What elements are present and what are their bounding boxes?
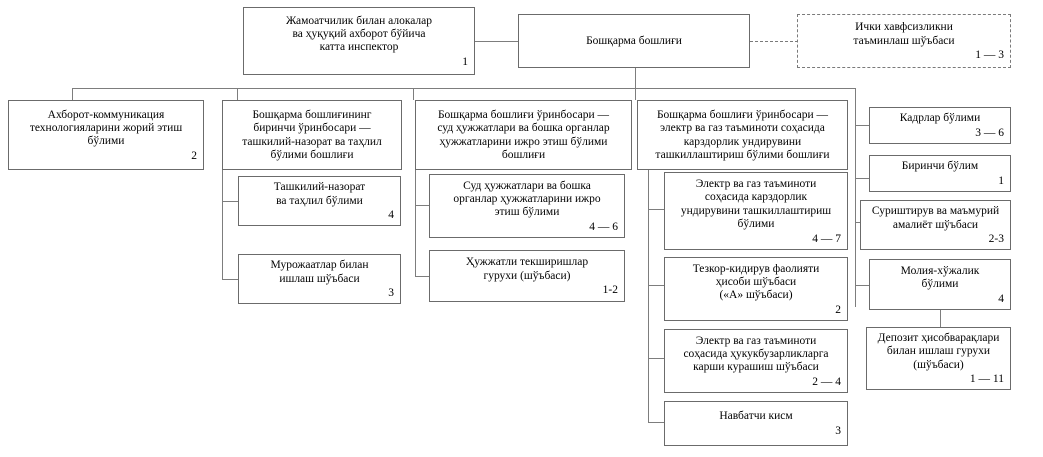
edge-main-bus xyxy=(72,88,856,89)
edge-bus-drop-ict xyxy=(72,88,73,100)
node-energy-debt-division-code: 4 — 7 xyxy=(812,232,841,245)
node-first-division-code: 1 xyxy=(998,174,1004,187)
node-duty-unit-code: 3 xyxy=(835,424,841,437)
node-first-deputy-label: Бошқарма бошлиғининг биринчи ўринбосари … xyxy=(242,108,382,161)
node-senior-inspector-code: 1 xyxy=(462,55,468,68)
node-courtdocs-division-label: Суд ҳужжатлари ва бошка органлар ҳужжатл… xyxy=(453,179,601,219)
node-operative-search-section-code: 2 xyxy=(835,303,841,316)
edge-col2-branch-appeals xyxy=(222,279,238,280)
node-org-control-division[interactable]: Ташкилий-назорат ва таҳлил бўлими 4 xyxy=(238,176,401,226)
node-energy-violations-section-label: Электр ва газ таъминоти соҳасида ҳукукбу… xyxy=(683,334,829,374)
node-senior-inspector[interactable]: Жамоатчилик билан алокалар ва ҳуқуқий ах… xyxy=(243,7,475,75)
edge-col3-branch-courtdocs xyxy=(415,205,429,206)
node-docs-inspection-group-code: 1-2 xyxy=(602,284,618,297)
node-senior-inspector-label: Жамоатчилик билан алокалар ва ҳуқуқий ах… xyxy=(285,14,433,54)
node-duty-unit[interactable]: Навбатчи кисм 3 xyxy=(664,401,848,446)
node-org-control-division-code: 4 xyxy=(388,209,394,222)
node-personnel-division-code: 3 — 6 xyxy=(975,126,1004,139)
node-inquiry-section[interactable]: Суриштирув ва маъмурий амалиёт шўъбаси 2… xyxy=(860,200,1011,250)
node-deputy-energy-label: Бошқарма бошлиғи ўринбосари — электр ва … xyxy=(655,108,830,161)
edge-right-branch-personnel xyxy=(855,125,869,126)
edge-col3-spine xyxy=(415,166,416,276)
node-first-division[interactable]: Биринчи бўлим 1 xyxy=(869,155,1011,192)
node-appeals-section[interactable]: Мурожаатлар билан ишлаш шўъбаси 3 xyxy=(238,254,401,304)
node-inquiry-section-code: 2-3 xyxy=(988,233,1004,246)
node-deposit-group-code: 1 — 11 xyxy=(969,373,1004,386)
node-inquiry-section-label: Суриштирув ва маъмурий амалиёт шўъбаси xyxy=(871,205,1000,231)
node-energy-debt-division[interactable]: Электр ва газ таъминоти соҳасида карздор… xyxy=(664,172,848,250)
node-head[interactable]: Бошқарма бошлиғи xyxy=(518,14,750,68)
edge-col4-branch-energy-debt xyxy=(648,209,664,210)
node-energy-violations-section-code: 2 — 4 xyxy=(812,375,841,388)
node-docs-inspection-group[interactable]: Ҳужжатли текширишлар гурухи (шўъбаси) 1-… xyxy=(429,250,625,302)
node-deputy-courtdocs-label: Бошқарма бошлиғи ўринбосари — суд ҳужжат… xyxy=(437,108,610,161)
node-internal-security-label: Ички хавфсизликни таъминлаш шўъбаси xyxy=(853,21,955,47)
node-courtdocs-division-code: 4 — 6 xyxy=(589,220,618,233)
edge-head-to-senior-inspector xyxy=(474,41,519,42)
node-energy-violations-section[interactable]: Электр ва газ таъминоти соҳасида ҳукукбу… xyxy=(664,329,848,393)
node-docs-inspection-group-label: Ҳужжатли текширишлар гурухи (шўъбаси) xyxy=(465,256,589,282)
node-courtdocs-division[interactable]: Суд ҳужжатлари ва бошка органлар ҳужжатл… xyxy=(429,174,625,238)
edge-bus-drop-first-deputy xyxy=(237,88,238,100)
node-finance-division-code: 4 xyxy=(998,292,1004,305)
node-head-label: Бошқарма бошлиғи xyxy=(586,34,682,47)
edge-bus-drop-deputy-courtdocs xyxy=(413,88,414,100)
node-personnel-division[interactable]: Кадрлар бўлими 3 — 6 xyxy=(869,107,1011,144)
node-internal-security-code: 1 — 3 xyxy=(975,49,1004,62)
node-first-division-label: Биринчи бўлим xyxy=(901,160,979,173)
node-deposit-group[interactable]: Депозит ҳисобварақлари билан ишлаш гурух… xyxy=(866,327,1011,390)
node-finance-division-label: Молия-хўжалик бўлими xyxy=(900,264,980,291)
edge-col3-branch-docs-inspection xyxy=(415,276,429,277)
edge-bus-drop-deputy-energy xyxy=(635,88,636,100)
edge-col2-spine xyxy=(222,166,223,279)
edge-col4-branch-operative xyxy=(648,285,664,286)
node-duty-unit-label: Навбатчи кисм xyxy=(719,410,793,423)
node-deputy-energy[interactable]: Бошқарма бошлиғи ўринбосари — электр ва … xyxy=(637,100,848,170)
node-ict-division-code: 2 xyxy=(191,149,197,162)
edge-col4-spine xyxy=(648,166,649,422)
node-org-control-division-label: Ташкилий-назорат ва таҳлил бўлими xyxy=(273,181,366,207)
node-appeals-section-code: 3 xyxy=(388,287,394,300)
node-operative-search-section-label: Тезкор-кидирув фаолияти ҳисоби шўъбаси (… xyxy=(692,262,820,302)
node-personnel-division-label: Кадрлар бўлими xyxy=(899,112,981,125)
edge-col4-branch-violations xyxy=(648,358,664,359)
edge-col2-branch-org-control xyxy=(222,201,238,202)
edge-right-column-spine xyxy=(855,88,856,307)
node-first-deputy[interactable]: Бошқарма бошлиғининг биринчи ўринбосари … xyxy=(222,100,402,170)
edge-head-stem xyxy=(635,67,636,88)
node-ict-division[interactable]: Ахборот-коммуникация технологияларини жо… xyxy=(8,100,204,170)
node-deputy-courtdocs[interactable]: Бошқарма бошлиғи ўринбосари — суд ҳужжат… xyxy=(415,100,632,170)
edge-right-branch-finance xyxy=(855,285,869,286)
node-finance-division[interactable]: Молия-хўжалик бўлими 4 xyxy=(869,259,1011,310)
node-appeals-section-label: Мурожаатлар билан ишлаш шўъбаси xyxy=(270,259,369,285)
edge-head-to-internal-security xyxy=(750,41,798,42)
node-ict-division-label: Ахборот-коммуникация технологияларини жо… xyxy=(29,108,183,148)
node-operative-search-section[interactable]: Тезкор-кидирув фаолияти ҳисоби шўъбаси (… xyxy=(664,257,848,321)
edge-col4-branch-duty xyxy=(648,422,664,423)
edge-finance-to-deposit xyxy=(940,310,941,327)
node-energy-debt-division-label: Электр ва газ таъминоти соҳасида карздор… xyxy=(680,177,832,231)
node-deposit-group-label: Депозит ҳисобварақлари билан ишлаш гурух… xyxy=(877,332,1000,371)
node-internal-security[interactable]: Ички хавфсизликни таъминлаш шўъбаси 1 — … xyxy=(797,14,1011,68)
edge-right-branch-first-division xyxy=(855,178,869,179)
